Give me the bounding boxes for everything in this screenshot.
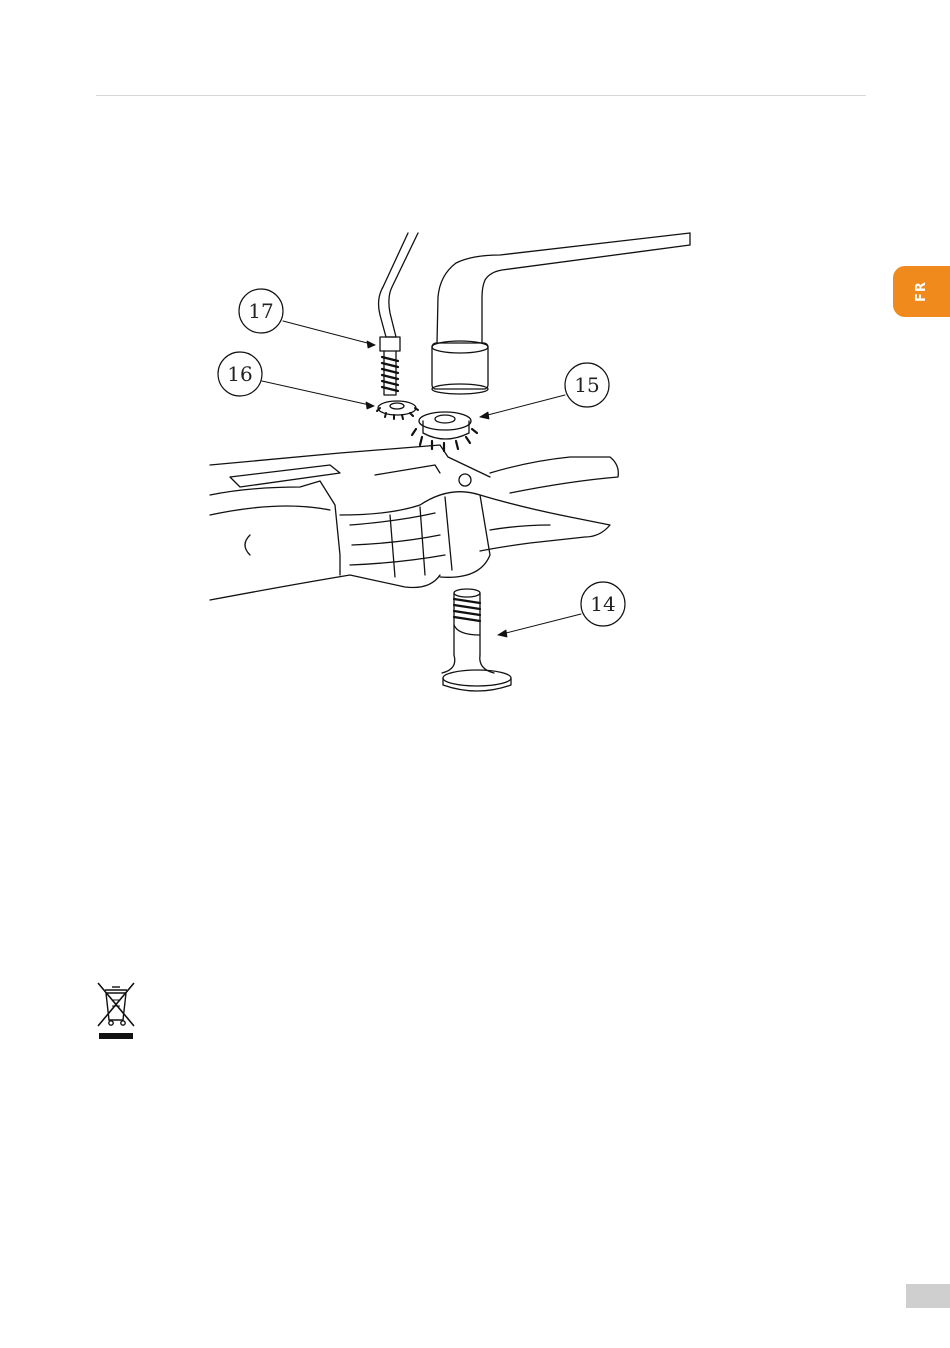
- language-tab[interactable]: FR: [893, 266, 950, 317]
- star-nut-15-icon: [412, 412, 477, 451]
- callout-15-label: 15: [574, 373, 599, 397]
- header-rule: [96, 95, 866, 96]
- exploded-view-diagram: 17 16 15 14: [190, 225, 710, 705]
- hex-key-icon: [379, 233, 418, 337]
- crossed-out-wheelie-bin-icon: [95, 980, 137, 1042]
- pruner-body-icon: [210, 445, 618, 600]
- callout-16-label: 16: [227, 362, 252, 386]
- screw-17-icon: [380, 337, 400, 395]
- page-number-box: [906, 1284, 950, 1308]
- pivot-bolt-14-icon: [442, 589, 511, 691]
- callout-17-label: 17: [248, 299, 273, 323]
- lock-washer-16-icon: [377, 401, 418, 419]
- callout-14-label: 14: [590, 592, 615, 616]
- socket-wrench-icon: [432, 233, 690, 394]
- language-tab-label: FR: [914, 281, 929, 302]
